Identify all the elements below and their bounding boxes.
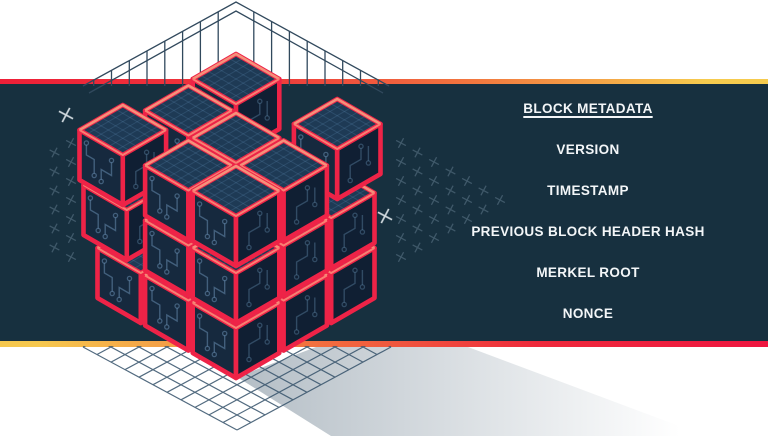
metadata-item: VERSION (556, 142, 620, 157)
metadata-item: TIMESTAMP (547, 183, 629, 198)
banner-bottom-stripe (0, 341, 768, 347)
metadata-item: MERKEL ROOT (536, 265, 640, 280)
metadata-heading: BLOCK METADATA (523, 101, 653, 116)
metadata-item: PREVIOUS BLOCK HEADER HASH (471, 224, 705, 239)
metadata-list: VERSION TIMESTAMP PREVIOUS BLOCK HEADER HA… (470, 141, 706, 322)
metadata-panel: BLOCK METADATA VERSION TIMESTAMP PREVIOUS … (470, 100, 706, 346)
metadata-item: NONCE (562, 306, 614, 321)
cube-shadow (237, 347, 706, 436)
